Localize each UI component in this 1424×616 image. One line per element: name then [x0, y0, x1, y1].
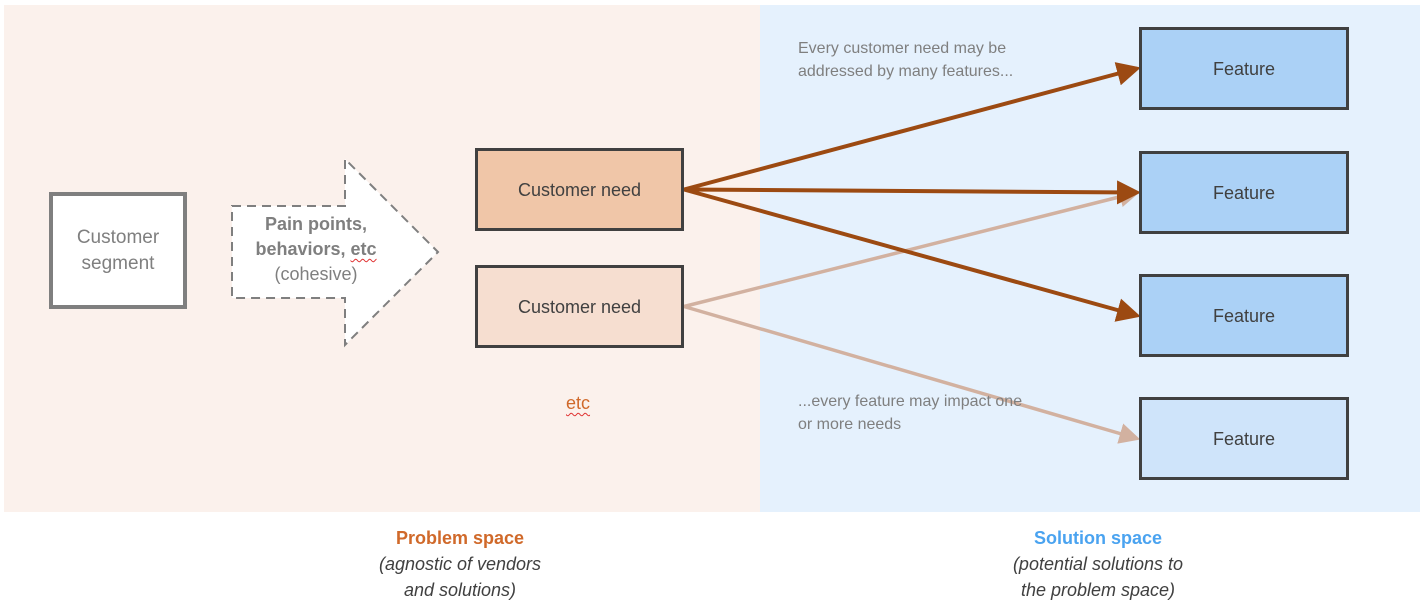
problem-space-sub-2: and solutions) [403, 580, 517, 600]
solution-space-sub-2: the problem space) [1020, 580, 1176, 600]
pain-line-1: Pain points, [264, 214, 367, 234]
solution-space-sub-1: (potential solutions to [1012, 554, 1184, 574]
note-needs-to-features: Every customer need may be addressed by … [798, 40, 1014, 80]
solution-space-title: Solution space [1033, 528, 1163, 548]
pain-points-label: Pain points, behaviors, etc (cohesive) [236, 212, 396, 287]
pain-points-arrow-shape [231, 156, 440, 348]
feature-label: Feature [1212, 182, 1276, 203]
feature-box[interactable]: Feature [1139, 151, 1349, 234]
customer-need-label: Customer need [517, 179, 642, 200]
customer-need-box[interactable]: Customer need [475, 148, 684, 231]
need-to-feature-arrow [683, 62, 1141, 192]
problem-space-caption: Problem space (agnostic of vendors and s… [340, 525, 580, 603]
feature-box[interactable]: Feature [1139, 274, 1349, 357]
pain-line-2a: behaviors, [255, 239, 351, 259]
feature-box[interactable]: Feature [1139, 397, 1349, 480]
note-features-to-needs: ...every feature may impact one or more … [798, 393, 1023, 433]
feature-box[interactable]: Feature [1139, 27, 1349, 110]
customer-need-box[interactable]: Customer need [475, 265, 684, 348]
feature-label: Feature [1212, 58, 1276, 79]
problem-space-sub-1: (agnostic of vendors [378, 554, 542, 574]
pain-line-3: (cohesive) [274, 264, 358, 284]
segment-line-1: Customer [76, 226, 160, 248]
etc-label: etc [566, 393, 591, 413]
feature-label: Feature [1212, 305, 1276, 326]
pain-line-2b: etc [350, 239, 377, 259]
problem-space-title: Problem space [395, 528, 525, 548]
solution-space-caption: Solution space (potential solutions to t… [978, 525, 1218, 603]
need-to-feature-arrow [683, 180, 1141, 205]
need-to-feature-arrow [683, 186, 1141, 309]
segment-line-2: segment [81, 252, 155, 274]
customer-need-label: Customer need [517, 296, 642, 317]
customer-segment-box[interactable]: Customer segment [49, 192, 187, 309]
need-to-feature-arrow [683, 304, 1141, 444]
feature-label: Feature [1212, 428, 1276, 449]
need-to-feature-arrow [683, 187, 1141, 322]
